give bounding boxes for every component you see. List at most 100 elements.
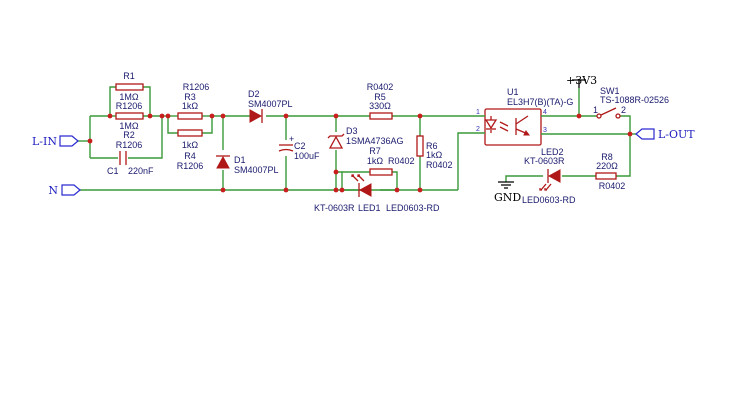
led2-ref: LED2 (541, 147, 564, 157)
r2-value: 1MΩ (119, 121, 139, 131)
resistor-r3[interactable]: R1206 R3 1kΩ (177, 82, 210, 120)
junction (220, 187, 226, 193)
resistor-r3-body[interactable] (177, 112, 203, 120)
u1-value: EL3H7(B)(TA)-G (507, 97, 573, 107)
r7-value: 1kΩ (367, 156, 384, 166)
diode-d1[interactable]: D1 SM4007PL (216, 155, 279, 175)
d3-value: 1SMA4736AG (346, 136, 404, 146)
gnd-symbol: GND (494, 181, 521, 204)
optocoupler-u1[interactable]: U1 EL3H7(B)(TA)-G 1 2 3 4 (474, 87, 573, 146)
port-l-out[interactable]: L-OUT (635, 128, 695, 141)
led1-ref: LED1 (358, 203, 381, 213)
resistor-r5-body[interactable] (369, 112, 393, 120)
port-n-flag[interactable] (61, 184, 81, 196)
r6-package: R0402 (426, 160, 453, 170)
port-l-in-label: L-IN (32, 135, 57, 148)
diode-d2[interactable]: D2 SM4007PL (248, 89, 293, 123)
junction (107, 113, 113, 119)
capacitor-c1[interactable]: C1 220nF (107, 151, 154, 176)
zener-d3[interactable]: D3 1SMA4736AG (327, 126, 404, 149)
resistor-r8-body[interactable] (595, 172, 617, 180)
switch-sw1-contact[interactable] (615, 113, 621, 119)
port-l-in[interactable]: L-IN (32, 135, 79, 148)
junction (87, 138, 93, 144)
junction (417, 187, 423, 193)
d3-ref: D3 (346, 126, 358, 136)
port-n[interactable]: N (48, 184, 81, 197)
r5-ref: R5 (374, 92, 386, 102)
junction (333, 113, 339, 119)
zener-d3-body[interactable] (328, 135, 344, 149)
r1-value: 1MΩ (119, 92, 139, 102)
resistor-r7-body[interactable] (369, 168, 393, 176)
junction (209, 113, 215, 119)
led2-value: LED0603-RD (522, 195, 576, 205)
resistor-r1-body[interactable] (115, 83, 144, 91)
r2-ref: R2 (123, 130, 135, 140)
junction (147, 113, 153, 119)
port-n-label: N (48, 184, 58, 197)
d1-ref: D1 (234, 155, 246, 165)
resistor-r4-body[interactable] (177, 129, 203, 137)
sw1-pin-1: 1 (593, 105, 598, 115)
d2-value: SM4007PL (248, 99, 293, 109)
d1-value: SM4007PL (234, 165, 279, 175)
junction (220, 113, 226, 119)
r4-ref: R4 (184, 151, 196, 161)
wires (78, 86, 636, 191)
resistor-r8[interactable]: R8 220Ω R0402 (595, 152, 626, 191)
vcc-label: +3V3 (566, 74, 597, 87)
capacitor-c1-plates[interactable] (119, 151, 127, 165)
optocoupler-u1-body[interactable] (484, 108, 542, 146)
resistor-r7[interactable]: R7 1kΩ R0402 (367, 146, 415, 176)
junctions (87, 113, 633, 193)
resistor-r1[interactable]: R1 1MΩ R1206 (115, 71, 144, 111)
junction (283, 187, 289, 193)
r6-ref: R6 (426, 141, 438, 151)
u1-pin-4: 4 (543, 109, 547, 116)
r3-value: 1kΩ (182, 101, 199, 111)
c2-ref: C2 (294, 141, 306, 151)
r8-package: R0402 (599, 181, 626, 191)
diode-d1-body[interactable] (216, 155, 230, 169)
junction (159, 113, 165, 119)
r1-ref: R1 (123, 71, 135, 81)
resistor-r6-body[interactable] (416, 135, 424, 157)
led-led2-body[interactable] (547, 169, 561, 183)
port-l-out-label: L-OUT (658, 128, 695, 141)
vcc-symbol: +3V3 (566, 74, 597, 88)
u1-pin-1: 1 (476, 109, 480, 116)
r5-value: 330Ω (369, 101, 391, 111)
led1-value: LED0603-RD (386, 203, 440, 213)
junction (165, 113, 171, 119)
led-led1[interactable]: KT-0603R LED1 LED0603-RD (314, 174, 440, 213)
sw1-value: TS-1088R-02526 (600, 95, 669, 105)
port-l-in-flag[interactable] (59, 135, 79, 147)
led1-package: KT-0603R (314, 203, 355, 213)
led2-package: KT-0603R (524, 156, 565, 166)
d2-ref: D2 (248, 89, 260, 99)
resistor-r5[interactable]: R0402 R5 330Ω (367, 82, 394, 120)
resistor-r4[interactable]: 1kΩ R4 R1206 (177, 129, 204, 171)
r7-ref: R7 (369, 146, 381, 156)
port-l-out-flag[interactable] (635, 128, 655, 140)
capacitor-c2[interactable]: + C2 100uF (278, 134, 320, 161)
resistor-r2-body[interactable] (115, 112, 144, 120)
led-led2[interactable]: LED2 KT-0603R LED0603-RD (522, 147, 576, 205)
r8-ref: R8 (601, 152, 613, 162)
junction (339, 187, 345, 193)
c2-polarity: + (289, 134, 294, 144)
switch-sw1-contact[interactable] (596, 113, 602, 119)
switch-sw1[interactable]: SW1 TS-1088R-02526 1 2 (593, 86, 669, 119)
u1-pin-2: 2 (476, 126, 480, 133)
r3-ref: R3 (184, 92, 196, 102)
led-led1-body[interactable] (358, 183, 372, 197)
resistor-r2[interactable]: 1MΩ R2 R1206 (115, 112, 144, 150)
junction (283, 113, 289, 119)
r3-package: R1206 (183, 82, 210, 92)
u1-ref: U1 (507, 87, 519, 97)
diode-d2-body[interactable] (249, 109, 263, 123)
resistor-r6[interactable]: R6 1kΩ R0402 (416, 135, 453, 170)
junction (394, 187, 400, 193)
